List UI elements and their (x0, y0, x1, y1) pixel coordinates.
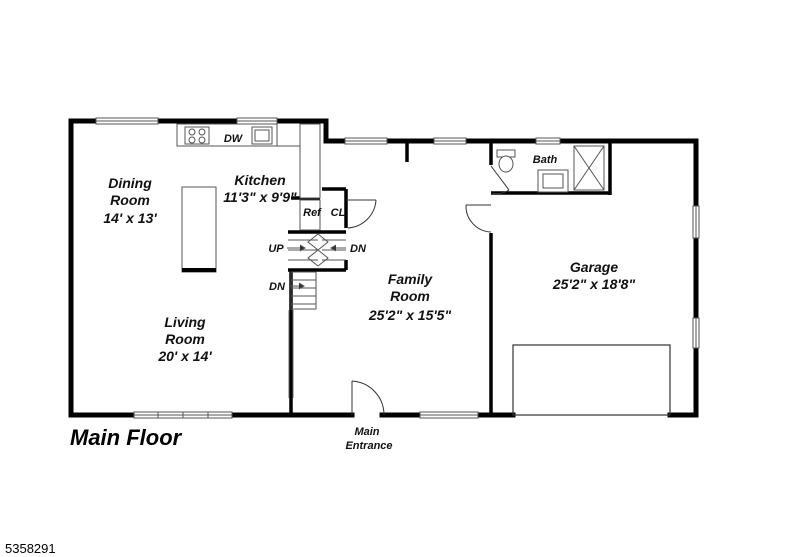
family-name-1: Family (388, 271, 434, 287)
living-name-1: Living (164, 314, 206, 330)
family-size: 25'2" x 15'5" (368, 307, 452, 323)
garage-door (512, 344, 671, 416)
bath-fixtures (496, 145, 605, 193)
dn-label-right: DN (350, 243, 367, 255)
doors (346, 165, 510, 416)
kitchen-island (181, 186, 217, 273)
dn-label-lower: DN (269, 281, 286, 293)
range (184, 126, 210, 145)
stairs (287, 233, 346, 310)
living-size: 20' x 14' (157, 348, 212, 364)
kitchen-counter-right (299, 123, 321, 199)
door-main-entrance-arc (351, 380, 385, 416)
dining-name-2: Room (110, 192, 150, 208)
bath-name: Bath (533, 154, 558, 166)
kitchen-size: 11'3" x 9'9" (223, 189, 297, 205)
main-entrance-line-1: Main (354, 426, 379, 438)
kitchen-fixtures (176, 123, 321, 273)
family-name-2: Room (390, 288, 430, 304)
windows (95, 117, 700, 419)
door-bath-arc (490, 189, 510, 195)
toilet-bowl (498, 155, 514, 173)
half-wall (288, 310, 294, 398)
up-label: UP (268, 243, 284, 255)
refrigerator (299, 199, 321, 231)
room-labels: Dining Room 14' x 13' Kitchen 11'3" x 9'… (103, 133, 635, 452)
garage-size: 25'2" x 18'8" (552, 276, 636, 292)
dw-label: DW (224, 133, 244, 145)
listing-id: 5358291 (5, 541, 56, 556)
door-garage-arc (465, 204, 492, 233)
ref-label: Ref (303, 207, 322, 219)
door-closet-arc (347, 199, 377, 229)
stair-lower-run (290, 271, 317, 310)
kitchen-name: Kitchen (234, 172, 285, 188)
garage-name: Garage (570, 259, 618, 275)
main-entrance-line-2: Entrance (345, 440, 392, 452)
floor-title: Main Floor (70, 425, 183, 450)
cl-label: CL (331, 207, 346, 219)
dining-name-1: Dining (108, 175, 152, 191)
dining-size: 14' x 13' (103, 210, 157, 226)
garage-door-panel (512, 344, 671, 416)
living-name-2: Room (165, 331, 205, 347)
